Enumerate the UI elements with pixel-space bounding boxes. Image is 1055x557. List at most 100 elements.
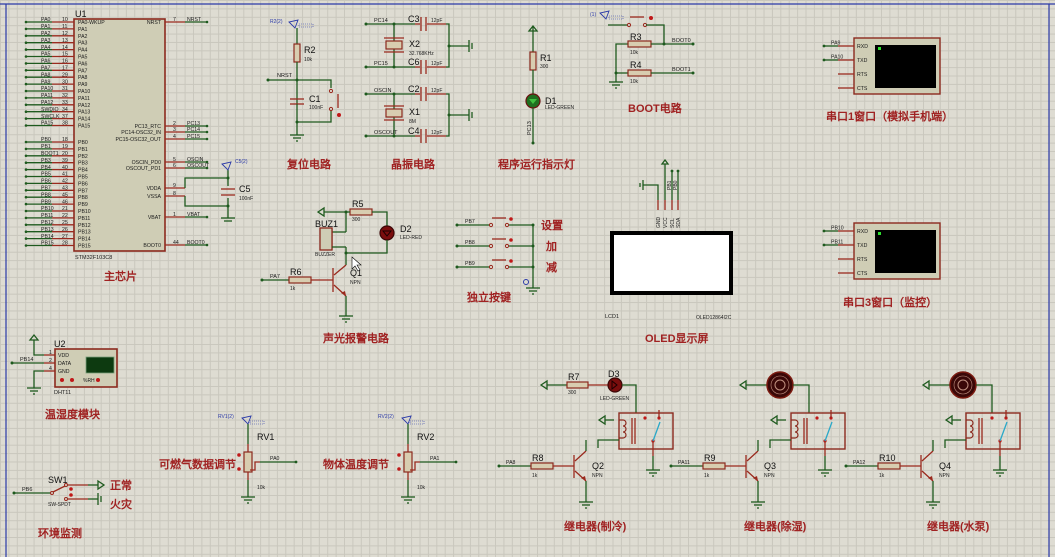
relay-title: 继电器(水泵) [927,519,990,533]
transistor-ref: Q3 [764,461,776,471]
mcu-pin-number: 12 [62,31,68,37]
mcu-pin-name: PB7 [78,188,88,194]
r6-net: PA7 [270,274,280,280]
r7-resistor[interactable] [566,381,589,389]
pot-probe: RV2(2) [378,414,394,420]
mcu-pin-name: VDDA [147,186,162,192]
power-arrow-icon [539,379,548,391]
r1-ref: R1 [540,53,552,63]
base-resistor[interactable] [702,462,726,470]
reset-net: NRST [277,73,293,79]
x2-ref: X2 [409,39,420,49]
pot2-title: 物体温度调节 [323,457,389,471]
relay-body[interactable] [618,412,674,450]
r5-resistor[interactable] [349,208,373,216]
terminal-screen[interactable] [875,230,936,273]
crystal-circuit[interactable]: PC14 PC15 C3 12pF C6 12pF X2 32.768KHz O… [364,14,473,143]
mcu-pin-number: 27 [62,234,68,240]
base-resistor[interactable] [877,462,901,470]
d1-net: PC13 [527,121,533,135]
mcu-net-label: PA10 [41,86,53,92]
mcu-net-label: PA9 [41,79,51,85]
terminal-cursor [878,232,881,235]
mcu-pin-name: BOOT0 [143,243,161,249]
dht-ref: U2 [54,339,66,349]
pot-resistor[interactable] [403,451,413,473]
terminal-cursor [878,47,881,50]
buz1-buzzer[interactable] [319,227,333,251]
oled-screen[interactable] [610,231,733,295]
boot-button[interactable] [649,16,653,20]
pot-net-label: PA1 [430,456,440,462]
relay-body[interactable] [790,412,846,450]
x2-net-b: PC15 [374,61,388,67]
r6-resistor[interactable] [288,276,312,284]
base-resistor-value: 1k [704,473,710,479]
d2-led[interactable] [379,225,395,241]
mcu-net-label: PA4 [41,45,51,51]
c5-probe: C5(2) [235,159,248,165]
key-label: 加 [545,239,557,253]
mcu-pin-name: PA6 [78,61,88,67]
c3-value: 12pF [431,18,442,24]
base-resistor-ref: R10 [879,453,896,463]
mcu-body[interactable] [73,18,166,252]
alarm-title: 声光报警电路 [322,331,390,345]
x2-crystal[interactable] [385,40,403,50]
r1-resistor[interactable] [529,51,537,71]
d3-led[interactable] [607,377,623,393]
power-arrow-icon [97,479,106,491]
run-led-circuit[interactable]: R1 300 D1 LED-GREEN PC13 [525,24,575,145]
boot-circuit[interactable]: (1) R3 10k R4 10k BOOT0 BOOT1 [590,10,695,89]
mcu-pin-name: PA4 [78,48,88,54]
mcu-part: STM32F103C8 [75,255,112,261]
oled-pin-label: VCC [663,217,669,228]
reset-circuit[interactable]: R2(2) R2 10k NRST C1 100nF [266,19,342,142]
sw1-lever[interactable] [52,485,66,493]
r3-value: 10k [630,50,639,56]
terminal-screen[interactable] [875,45,936,88]
x1-crystal[interactable] [385,108,403,118]
c3-ref: C3 [408,14,420,24]
mcu-net-label: PB11 [41,213,53,219]
c6-value: 12pF [431,61,442,67]
mcu-net-label: PA6 [41,59,51,65]
mcu-pin-number: 17 [62,66,68,72]
mcu-pin-number: 29 [62,72,68,78]
base-resistor[interactable] [530,462,554,470]
env-switch[interactable]: PB6 SW1 SW-SPDT 正常 火灾 [12,475,133,511]
mcu-net-label: PB12 [41,220,54,226]
sw1-state-normal: 正常 [110,478,132,492]
mcu-pin-name: PB14 [78,237,91,243]
relay-body[interactable] [965,412,1021,450]
pot-probe: RV1(2) [218,414,234,420]
alarm-circuit[interactable]: R5 300 D2 LED-RED BUZ1 BUZZER PA7 R6 1k … [260,199,423,323]
reset-button[interactable] [337,113,341,117]
r4-resistor[interactable] [627,69,652,77]
dht-pin-number: 2 [49,358,52,364]
r2-resistor[interactable] [293,43,301,63]
decoupling-cap-c5[interactable]: C5(2) C5 100nF [184,159,253,222]
mcu-pin-number: 9 [173,183,176,189]
mcu-net-label: PB10 [41,206,54,212]
mcu-net-label: PC15 [187,134,200,140]
r1-value: 300 [540,64,549,70]
mcu-pin-number: 19 [62,144,68,150]
pot-resistor[interactable] [243,451,253,473]
load-resistor-ref: R7 [568,372,580,382]
